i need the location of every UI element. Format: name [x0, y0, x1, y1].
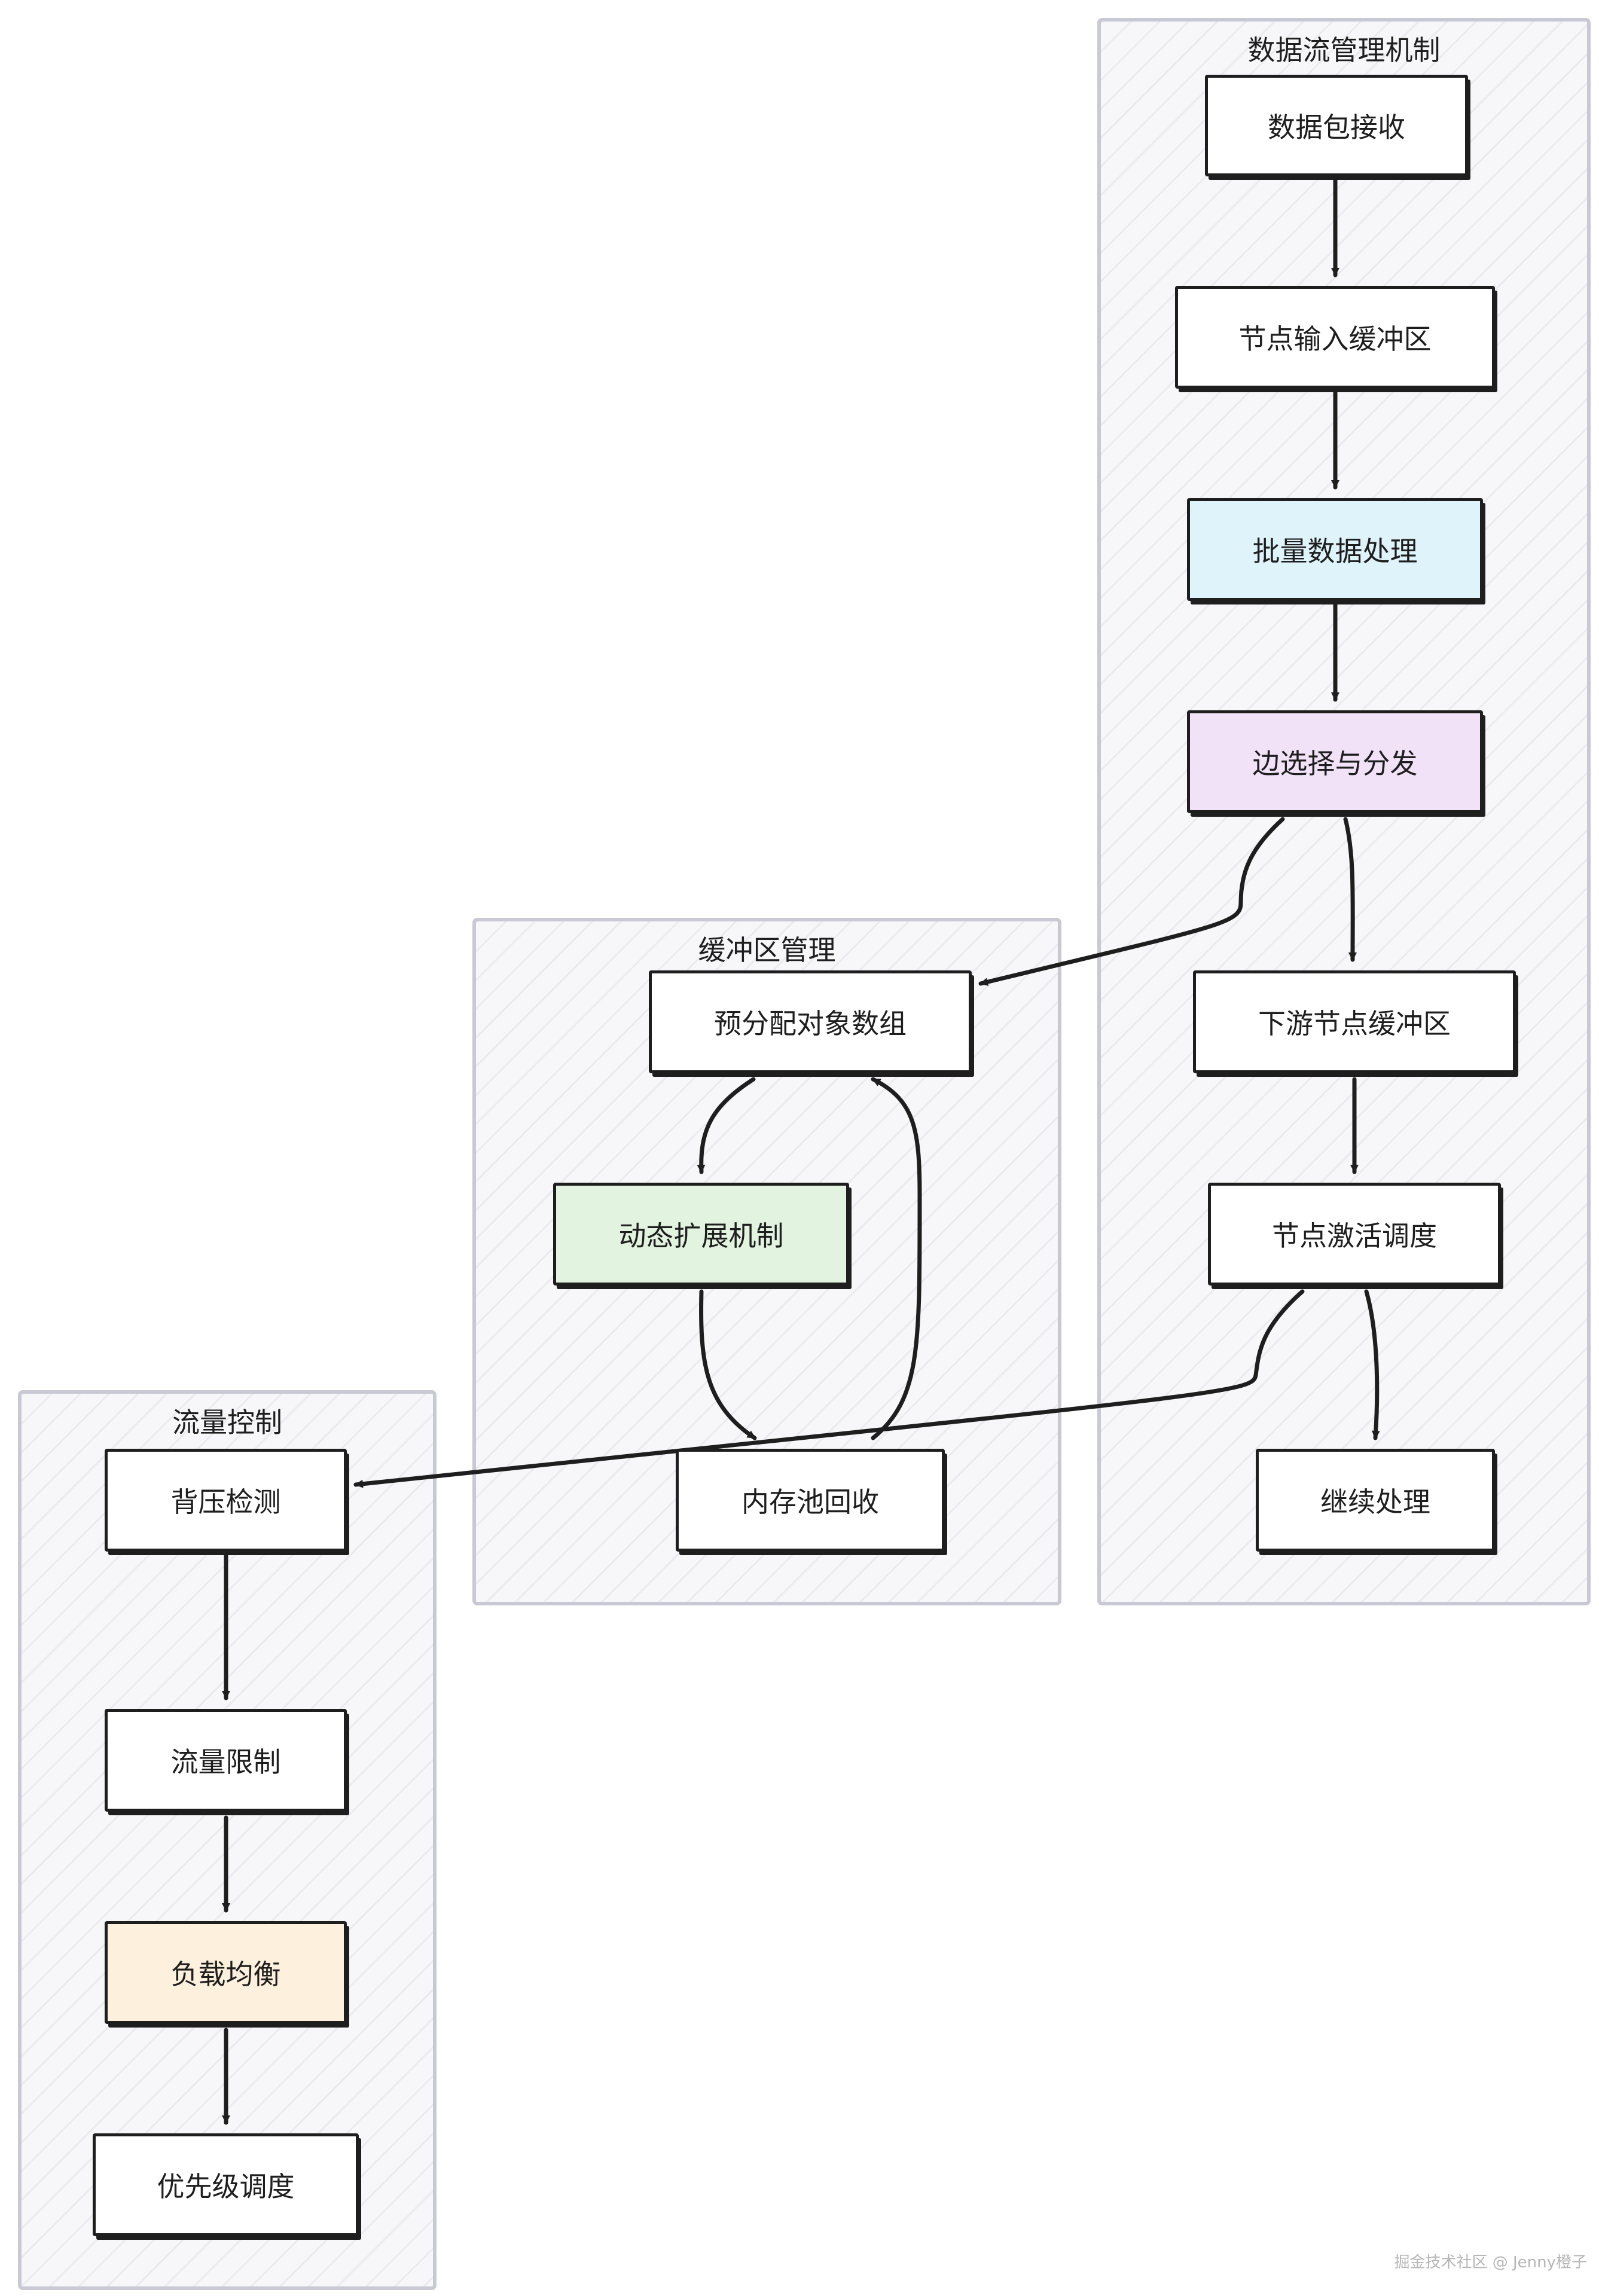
node-dynamic-expand[interactable]: 动态扩展机制	[553, 1183, 849, 1286]
node-batch-processing[interactable]: 批量数据处理	[1187, 498, 1483, 601]
group-flow-title: 流量控制	[172, 1406, 282, 1439]
node-packet-receive[interactable]: 数据包接收	[1205, 75, 1468, 176]
node-activation-schedule[interactable]: 节点激活调度	[1208, 1183, 1501, 1286]
node-input-buffer[interactable]: 节点输入缓冲区	[1175, 286, 1495, 389]
node-continue-processing[interactable]: 继续处理	[1256, 1449, 1495, 1552]
watermark: 掘金技术社区 @ Jenny橙子	[1394, 2254, 1587, 2271]
node-mempool-recycle[interactable]: 内存池回收	[676, 1449, 945, 1552]
group-dataflow-title: 数据流管理机制	[1247, 34, 1441, 66]
node-load-balance[interactable]: 负载均衡	[105, 1921, 347, 2024]
node-downstream-buffer[interactable]: 下游节点缓冲区	[1193, 970, 1516, 1073]
node-backpressure-detect[interactable]: 背压检测	[105, 1449, 347, 1552]
group-buffer-title: 缓冲区管理	[698, 934, 836, 966]
node-flow-limit[interactable]: 流量限制	[105, 1709, 347, 1812]
node-edge-select-dispatch[interactable]: 边选择与分发	[1187, 710, 1483, 813]
node-prealloc-array[interactable]: 预分配对象数组	[649, 970, 972, 1073]
node-priority-schedule[interactable]: 优先级调度	[93, 2133, 359, 2236]
